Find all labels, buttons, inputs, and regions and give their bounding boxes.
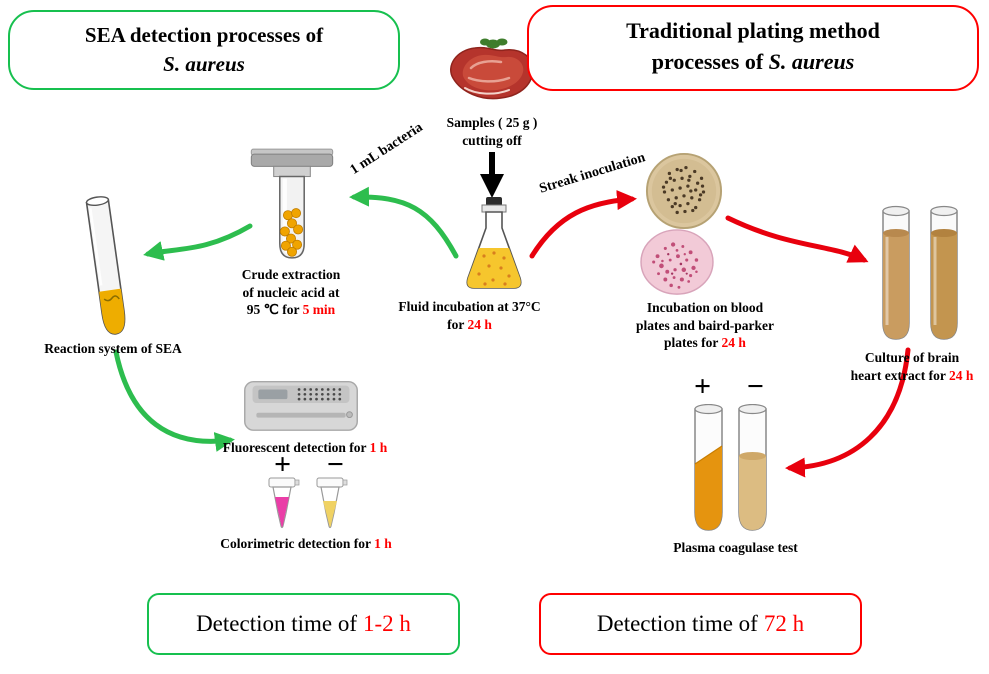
fluorescent-time: 1 h — [369, 440, 388, 455]
colorimetric-positive-tube — [268, 477, 300, 529]
crude-caption-line3-prefix: 95 ℃ for — [246, 302, 303, 318]
fluorescent-caption: Fluorescent detection for 1 h — [210, 439, 400, 457]
plasma-signs: + − — [694, 372, 764, 402]
flask-caption: Fluid incubation at 37°C for 24 h — [377, 298, 562, 333]
arrow-flask-to-plate — [529, 190, 637, 259]
colorimetric-plus-sign: + — [274, 448, 292, 481]
culture-caption-line2-prefix: heart extract for — [850, 367, 949, 383]
fluorescent-caption-prefix: Fluorescent detection for — [222, 440, 370, 455]
incubation-flask-image — [466, 197, 522, 289]
plasma-minus-sign: − — [746, 370, 764, 403]
plating-summary-time: 72 h — [763, 611, 805, 636]
colony-dots — [661, 165, 706, 215]
colorimetric-negative-tube — [316, 477, 348, 529]
device-well-grid — [297, 388, 342, 401]
flask-stopper — [486, 197, 502, 206]
plating-title-line2: processes of S. aureus — [529, 47, 977, 78]
streak-arrow-label: Streak inoculation — [537, 150, 648, 197]
reaction-tube-image — [85, 196, 126, 335]
plasma-negative-tube — [738, 404, 767, 531]
crude-extraction-tube-image — [250, 148, 334, 259]
plating-summary-box: Detection time of 72 h — [539, 593, 862, 655]
arrow-plate-to-culture — [725, 215, 869, 263]
incubation-caption-line2: plates and baird-parker — [635, 317, 774, 333]
plating-title-line1: Traditional plating method — [626, 18, 880, 43]
plating-title-box: Traditional plating method processes of … — [527, 5, 979, 91]
flask-bacteria-dots — [477, 251, 511, 286]
flask-time: 24 h — [467, 316, 492, 332]
culture-tubes-image — [882, 205, 958, 340]
culture-caption-line1: Culture of brain — [864, 350, 960, 365]
flask-caption-line1: Fluid incubation at 37°C — [398, 299, 541, 314]
colorimetric-caption-prefix: Colorimetric detection for — [220, 536, 375, 551]
reaction-tube-wrapper — [70, 191, 150, 348]
reaction-liquid — [99, 288, 125, 334]
arrow-flask-to-crude — [349, 186, 459, 259]
nucleic-acid-beads — [279, 208, 304, 257]
culture-caption: Culture of brain heart extract for 24 h — [838, 349, 986, 384]
plating-title-species: S. aureus — [768, 48, 855, 74]
flask-caption-line2: for 24 h — [377, 316, 562, 334]
parsley-garnish — [480, 38, 508, 49]
colorimetric-signs: + − — [274, 450, 344, 480]
blood-plate-image — [640, 229, 714, 295]
incubation-caption-line1: Incubation on blood — [646, 300, 764, 315]
crude-caption-line2: of nucleic acid at — [242, 284, 340, 300]
sea-title-line1: SEA detection processes of — [84, 23, 324, 47]
sea-title-box: SEA detection processes of S. aureus — [8, 10, 400, 90]
arrow-reaction-to-fluorescent — [113, 349, 235, 452]
culture-caption-line2: heart extract for 24 h — [838, 367, 986, 385]
plating-summary-prefix: Detection time of — [596, 611, 758, 636]
arrow-crude-to-reaction — [143, 223, 253, 261]
plasma-positive-tube — [694, 404, 723, 531]
sample-caption-line1: Samples ( 25 g ) — [446, 115, 538, 130]
incubation-caption: Incubation on blood plates and baird-par… — [610, 299, 800, 352]
sample-caption-line2: cutting off — [462, 132, 522, 148]
reaction-system-caption: Reaction system of SEA — [44, 341, 182, 356]
colorimetric-tubes-image — [268, 477, 348, 529]
sea-summary-box: Detection time of 1-2 h — [147, 593, 460, 655]
meat-sample-image — [450, 38, 534, 100]
plasma-plus-sign: + — [694, 370, 712, 403]
colorimetric-time: 1 h — [374, 536, 392, 551]
sea-summary-prefix: Detection time of — [196, 611, 358, 636]
plasma-caption: Plasma coagulase test — [673, 540, 798, 555]
incubation-caption-line3-prefix: plates for — [664, 335, 722, 351]
plating-title-line2-prefix: processes of — [651, 48, 769, 74]
incubation-caption-line3: plates for 24 h — [610, 334, 800, 352]
device-display — [258, 389, 288, 400]
colorimetric-minus-sign: − — [326, 448, 344, 481]
crude-caption-line1: Crude extraction — [241, 267, 341, 282]
colorimetric-caption: Colorimetric detection for 1 h — [196, 535, 416, 553]
sea-title-species: S. aureus — [163, 52, 245, 77]
bacteria-arrow-label: 1 mL bacteria — [347, 119, 426, 178]
culture-tube-2 — [930, 205, 958, 340]
crude-time: 5 min — [302, 302, 336, 318]
culture-tube-1 — [882, 205, 910, 340]
baird-parker-plate-image — [645, 152, 723, 230]
sample-caption: Samples ( 25 g ) cutting off — [412, 114, 572, 149]
blood-plate-specks — [652, 242, 699, 289]
crude-extraction-caption: Crude extraction of nucleic acid at 95 ℃… — [217, 266, 365, 319]
crude-caption-line3: 95 ℃ for 5 min — [217, 301, 365, 319]
fluorescent-detector-image — [244, 380, 358, 431]
flask-caption-line2-prefix: for — [447, 316, 468, 332]
flask-liquid — [467, 248, 521, 288]
device-slot — [256, 412, 346, 418]
sea-summary-time: 1-2 h — [363, 611, 411, 636]
plasma-tubes-image — [694, 404, 767, 531]
incubation-time: 24 h — [721, 335, 746, 351]
culture-time: 24 h — [948, 367, 974, 383]
